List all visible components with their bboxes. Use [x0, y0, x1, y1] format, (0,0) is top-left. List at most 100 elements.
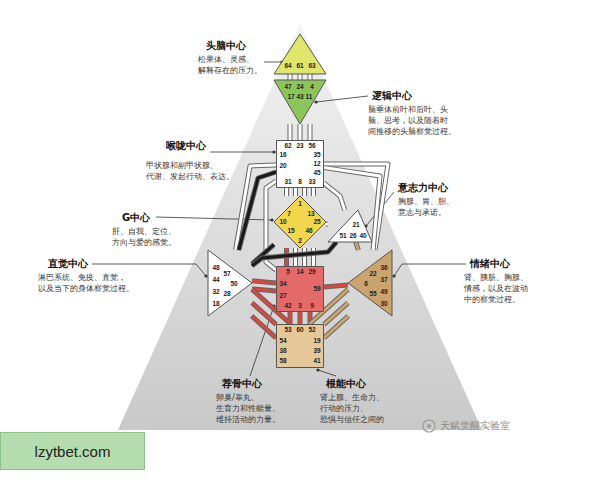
gate-number: 60 — [296, 326, 303, 333]
text-line: 代谢、发起行动、表达。 — [146, 171, 234, 182]
channel — [313, 248, 314, 266]
gate-number: 40 — [359, 232, 366, 239]
watermark-dot — [427, 424, 431, 428]
gate-number: 18 — [212, 300, 219, 307]
center-outline — [328, 210, 372, 242]
center-description: 胸腺、胃、胆、 意志与承诺。 — [398, 196, 454, 218]
center-heading: 喉咙中心 — [166, 140, 206, 152]
gate-number: 42 — [284, 302, 291, 309]
gate-number: 33 — [308, 178, 315, 185]
text-line: 淋巴系统、免疫、直觉， — [38, 272, 134, 283]
gate-number: 23 — [296, 142, 303, 149]
gate-number: 41 — [313, 357, 320, 364]
gate-number: 45 — [313, 169, 320, 176]
channel-outline — [308, 124, 313, 140]
channel-line — [324, 164, 388, 250]
text-line: 喉咙中心 — [166, 140, 206, 152]
channel-line — [252, 316, 276, 338]
throat-center: 622356163520124531833 — [276, 140, 324, 188]
center-description: 肾上腺、生命力、 行动的压力、 恐惧与信任之间的 — [320, 392, 384, 425]
channel — [290, 124, 291, 140]
channel-outline — [298, 312, 303, 324]
channel — [356, 242, 359, 250]
gate-number: 13 — [307, 210, 314, 217]
text-line: 逻辑中心 — [372, 90, 412, 102]
gate-number: 15 — [287, 227, 294, 234]
gate-number: 1 — [298, 200, 302, 207]
gate-number: 51 — [339, 232, 346, 239]
channel-outline — [252, 242, 336, 266]
leader-dot — [204, 274, 207, 277]
leader-dot — [316, 368, 319, 371]
gate-number: 64 — [284, 62, 291, 69]
center-description: 松果体、灵感、 解释存在的压力。 — [198, 54, 262, 76]
channel — [326, 224, 328, 225]
text-line: 甲状腺和副甲状腺、 — [146, 160, 234, 171]
gate-number: 20 — [279, 162, 286, 169]
gate-number: 50 — [230, 280, 237, 287]
channel-line — [252, 281, 276, 283]
site-badge: lzytbet.com — [0, 432, 145, 470]
channel-line — [236, 165, 276, 250]
channel-line — [326, 223, 328, 226]
gate-number: 48 — [212, 264, 219, 271]
channel-line — [303, 248, 306, 266]
gate-number: 9 — [310, 302, 314, 309]
text-line: 恐惧与信任之间的 — [320, 414, 384, 425]
leader-dot — [270, 218, 273, 221]
channel-line — [299, 124, 302, 140]
channel — [313, 188, 314, 196]
channel-outline — [324, 164, 388, 250]
gate-number: 37 — [380, 276, 387, 283]
spleen-center: 48574450322818 — [208, 250, 252, 316]
channel-outline — [302, 248, 307, 266]
channel-line — [299, 312, 302, 324]
text-line: 天赋觉醒实验室 — [440, 420, 510, 432]
channel-outline — [293, 188, 298, 196]
gate-number: 62 — [284, 142, 291, 149]
gate-number: 43 — [296, 93, 303, 100]
leader-line — [318, 370, 336, 376]
channel — [286, 188, 287, 196]
center-outline — [277, 325, 324, 368]
channel-line — [324, 285, 348, 287]
text-line: 荐骨中心 — [222, 378, 262, 390]
gate-number: 63 — [308, 62, 315, 69]
gate-number: 8 — [298, 178, 302, 185]
leader-line — [210, 152, 274, 153]
text-line: 意志力中心 — [398, 182, 448, 194]
leader-line — [394, 264, 466, 276]
text-line: 中的察觉过程。 — [464, 294, 528, 305]
gate-number: 56 — [308, 142, 315, 149]
leader-dot — [314, 100, 317, 103]
gate-number: 11 — [306, 93, 313, 100]
gate-number: 16 — [279, 151, 286, 158]
gate-number: 26 — [349, 232, 356, 239]
text-line: 胸腺、胃、胆、 — [398, 196, 454, 207]
text-line: 脑、思考，以及随着时 — [368, 115, 456, 126]
text-line: 肾上腺、生命力、 — [320, 392, 384, 403]
channel — [304, 188, 305, 196]
center-outline — [274, 196, 326, 248]
channel-line — [356, 242, 359, 250]
gate-number: 2 — [298, 237, 302, 244]
channel — [300, 124, 301, 140]
gate-number: 21 — [352, 221, 359, 228]
watermark-icon — [423, 420, 435, 432]
text-line: G中心 — [122, 212, 150, 224]
site-label: lzytbet.com — [35, 443, 111, 460]
gate-number: 35 — [313, 151, 320, 158]
leader-line — [156, 217, 272, 220]
gate-number: 44 — [212, 276, 219, 283]
center-heading: 直觉中心 — [48, 258, 88, 270]
text-line: 维持活动的力量。 — [216, 414, 280, 425]
head-center: 646163 — [274, 34, 326, 74]
channel — [310, 124, 311, 140]
gate-number: 10 — [279, 218, 286, 225]
text-line: 肝、自我、定位、 — [112, 226, 176, 237]
channel-outline — [311, 188, 316, 196]
channel-outline — [236, 165, 276, 250]
ego-center: 21 512640 — [328, 210, 372, 242]
gate-number: 31 — [284, 178, 291, 185]
